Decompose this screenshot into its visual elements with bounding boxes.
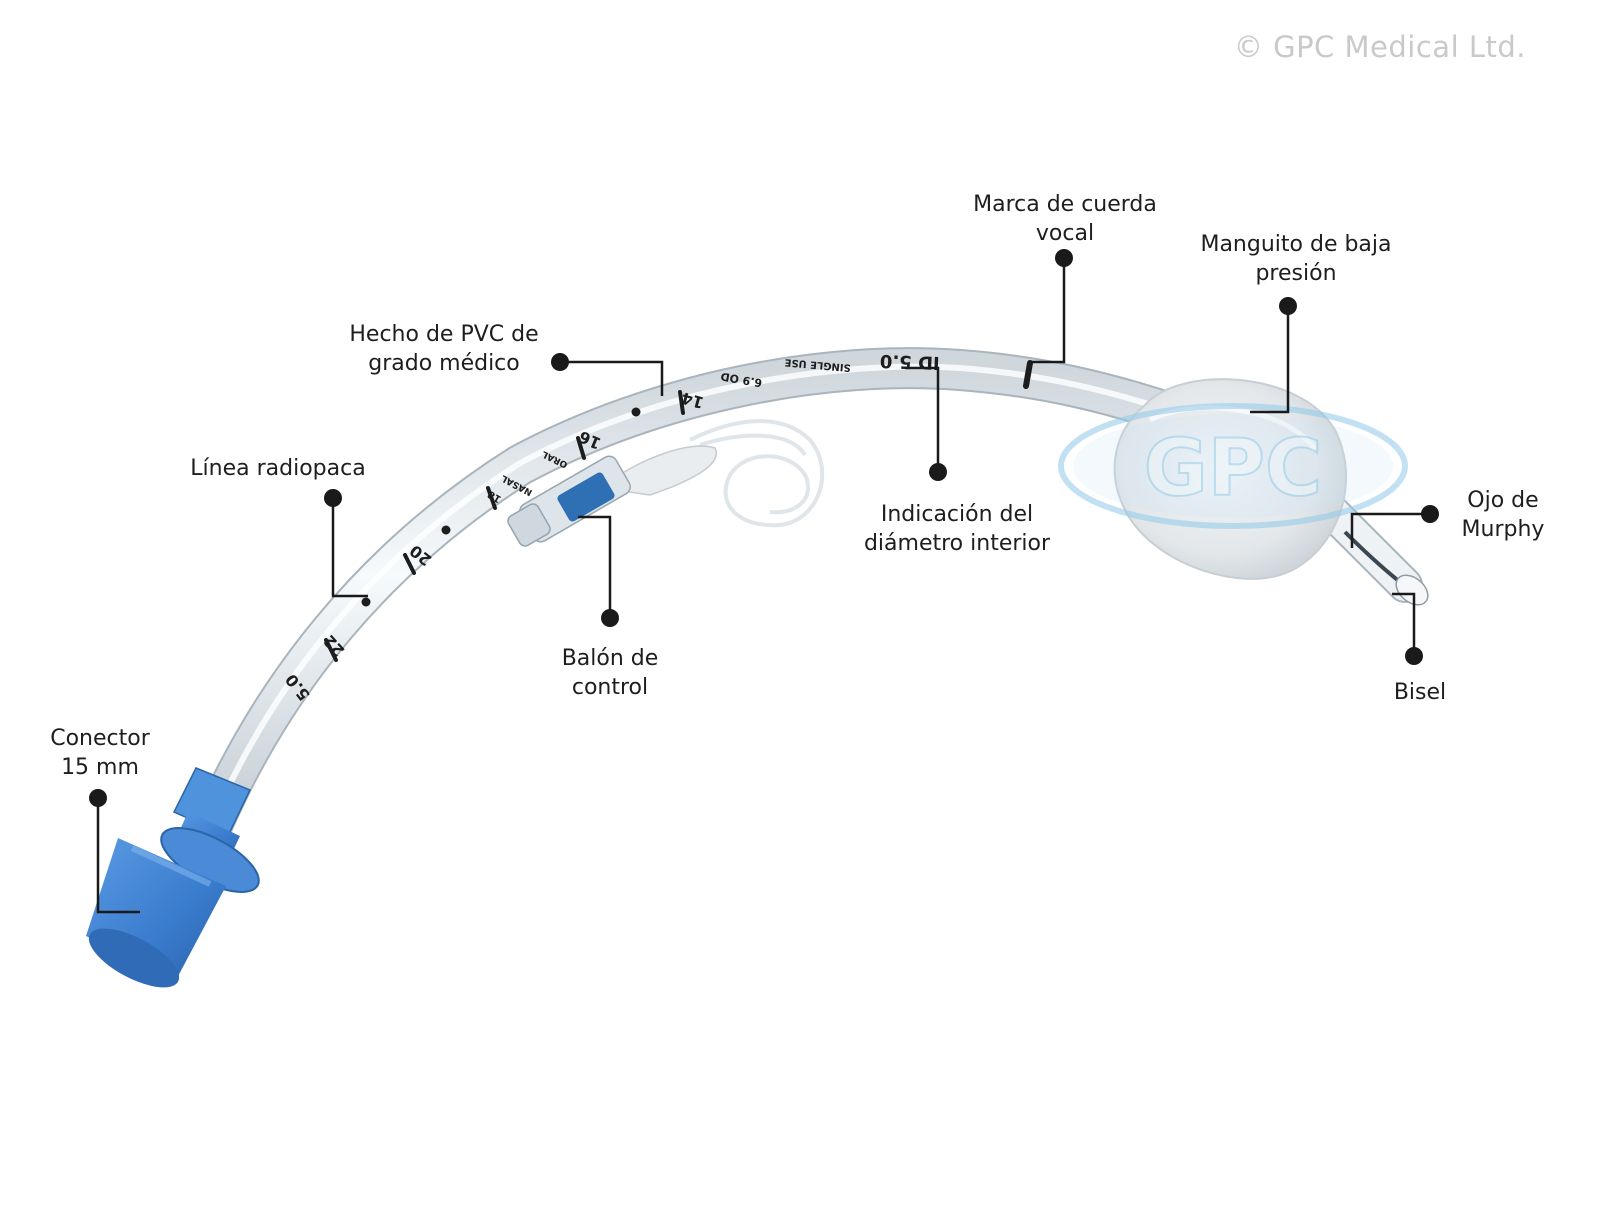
cuff — [1113, 378, 1348, 580]
callout-dot-cuff — [1279, 297, 1297, 315]
label-connector: Conector 15 mm — [30, 724, 170, 782]
label-line-2: vocal — [1035, 221, 1095, 246]
callout-dot-murphy — [1421, 505, 1439, 523]
callout-line-vocal-cord — [1030, 258, 1066, 364]
callout-dot-vocal-cord — [1055, 249, 1073, 267]
label-inner-diameter: Indicación del diámetro interior — [846, 500, 1068, 558]
label-pvc-material: Hecho de PVC de grado médico — [336, 320, 552, 378]
label-line-1: Bisel — [1393, 680, 1447, 705]
label-line-1: Línea radiopaca — [190, 456, 366, 481]
label-line-1: Hecho de PVC de — [349, 322, 539, 347]
pilot-balloon — [507, 445, 717, 547]
label-line-1: Indicación del — [880, 502, 1034, 527]
gpc-watermark: GPC — [1058, 403, 1408, 529]
connector-15mm — [86, 767, 260, 988]
callout-dots — [89, 249, 1439, 807]
label-line-2: grado médico — [368, 351, 520, 376]
callout-dot-connector — [89, 789, 107, 807]
tube-print-id: ID 5.0 — [880, 350, 940, 373]
callout-dot-pilot-balloon — [601, 609, 619, 627]
label-line-1: Marca de cuerda — [973, 192, 1157, 217]
callouts — [96, 258, 1430, 914]
tube-body — [189, 347, 1429, 851]
label-bevel: Bisel — [1380, 678, 1460, 707]
callout-dot-radiopaque — [324, 489, 342, 507]
label-vocal-cord-mark: Marca de cuerda vocal — [952, 190, 1178, 248]
copyright-notice: © GPC Medical Ltd. — [1233, 30, 1526, 64]
callout-line-bevel — [1392, 592, 1416, 656]
callout-line-pilot-balloon — [578, 515, 612, 618]
label-line-2: presión — [1255, 261, 1337, 286]
label-line-1: Manguito de baja — [1200, 232, 1392, 257]
label-murphy-eye: Ojo de Murphy — [1448, 486, 1558, 544]
label-low-pressure-cuff: Manguito de baja presión — [1176, 230, 1416, 288]
callout-dot-inner-diameter — [929, 463, 947, 481]
callout-line-inner-diameter — [905, 366, 940, 472]
label-pilot-balloon: Balón de control — [540, 644, 680, 702]
label-line-1: Conector — [50, 726, 150, 751]
watermark-text: GPC — [1144, 424, 1322, 514]
callout-line-murphy — [1350, 512, 1430, 548]
depth-marks — [324, 360, 1033, 662]
callout-dot-pvc — [551, 353, 569, 371]
callout-dot-bevel — [1405, 647, 1423, 665]
label-line-1: Balón de — [561, 646, 659, 671]
inflation-line — [689, 419, 825, 528]
callout-line-pvc — [560, 360, 664, 396]
label-line-2: diámetro interior — [863, 531, 1051, 556]
label-line-2: Murphy — [1461, 517, 1545, 542]
label-line-2: control — [571, 675, 649, 700]
callout-line-radiopaque — [331, 498, 368, 598]
callout-line-connector — [96, 798, 140, 914]
label-line-1: Ojo de — [1467, 488, 1539, 513]
label-line-2: 15 mm — [61, 755, 139, 780]
label-radiopaque-line: Línea radiopaca — [168, 454, 388, 483]
callout-line-cuff — [1250, 306, 1290, 414]
